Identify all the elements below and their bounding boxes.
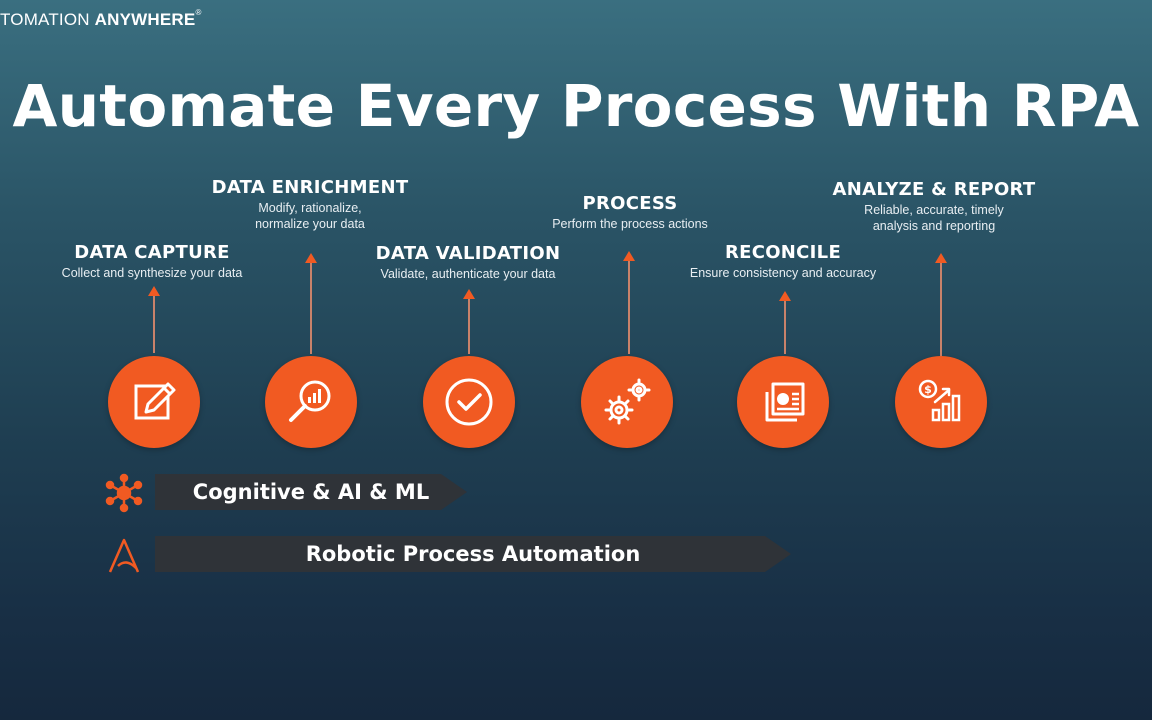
step-arrow	[305, 253, 317, 354]
edit-icon	[134, 382, 176, 420]
step-arrow	[935, 253, 947, 356]
cognitive-ai-ml-bar: Cognitive & AI & ML	[155, 474, 467, 510]
page-title: Automate Every Process With RPA	[12, 72, 1140, 140]
brand-logo: TOMATION ANYWHERE®	[0, 8, 202, 30]
bar-label: Cognitive & AI & ML	[192, 480, 430, 504]
step-description: Ensure consistency and accuracy	[689, 266, 877, 280]
step-analyze-report-label: ANALYZE & REPORT Reliable, accurate, tim…	[833, 179, 1036, 234]
step-heading: DATA VALIDATION	[375, 243, 561, 264]
brand-registered: ®	[195, 8, 202, 17]
svg-text:$: $	[924, 383, 932, 396]
step-data-validation-label: DATA VALIDATION Validate, authenticate y…	[376, 243, 561, 282]
step-heading: ANALYZE & REPORT	[832, 179, 1036, 200]
bar-label: Robotic Process Automation	[305, 542, 641, 566]
step-heading: PROCESS	[582, 193, 678, 214]
step-data-enrichment-label: DATA ENRICHMENT Modify, rationalize, nor…	[212, 177, 409, 232]
step-description: Modify, rationalize, normalize your data	[255, 201, 365, 231]
robotic-process-automation-bar: Robotic Process Automation	[155, 536, 791, 572]
step-data-enrichment-circle	[265, 356, 357, 448]
step-process-circle	[581, 356, 673, 448]
automation-logo-icon	[104, 536, 144, 581]
step-process-label: PROCESS Perform the process actions	[552, 193, 708, 232]
step-description: Reliable, accurate, timely analysis and …	[864, 203, 1004, 233]
step-heading: DATA CAPTURE	[74, 242, 230, 263]
gears-icon	[604, 378, 651, 425]
step-data-capture-circle	[108, 356, 200, 448]
step-arrow	[463, 289, 475, 354]
step-arrow	[623, 251, 635, 354]
step-arrow	[148, 286, 160, 353]
step-analyze-report-circle: $	[895, 356, 987, 448]
step-description: Collect and synthesize your data	[61, 266, 243, 280]
step-description: Validate, authenticate your data	[380, 267, 556, 281]
checkmark-icon	[445, 378, 493, 426]
step-data-capture-label: DATA CAPTURE Collect and synthesize your…	[62, 242, 243, 281]
step-description: Perform the process actions	[552, 217, 708, 231]
step-reconcile-circle	[737, 356, 829, 448]
step-heading: DATA ENRICHMENT	[211, 177, 409, 198]
step-heading: RECONCILE	[724, 242, 842, 263]
network-nodes-icon	[104, 473, 144, 518]
report-pages-icon	[765, 382, 805, 422]
dollar-growth-chart-icon: $	[918, 379, 961, 422]
step-data-validation-circle	[423, 356, 515, 448]
brand-part1: TOMATION	[0, 10, 95, 29]
step-arrow	[779, 291, 791, 354]
magnifier-chart-icon	[289, 380, 331, 422]
step-reconcile-label: RECONCILE Ensure consistency and accurac…	[690, 242, 876, 281]
brand-part2: ANYWHERE	[94, 10, 196, 29]
